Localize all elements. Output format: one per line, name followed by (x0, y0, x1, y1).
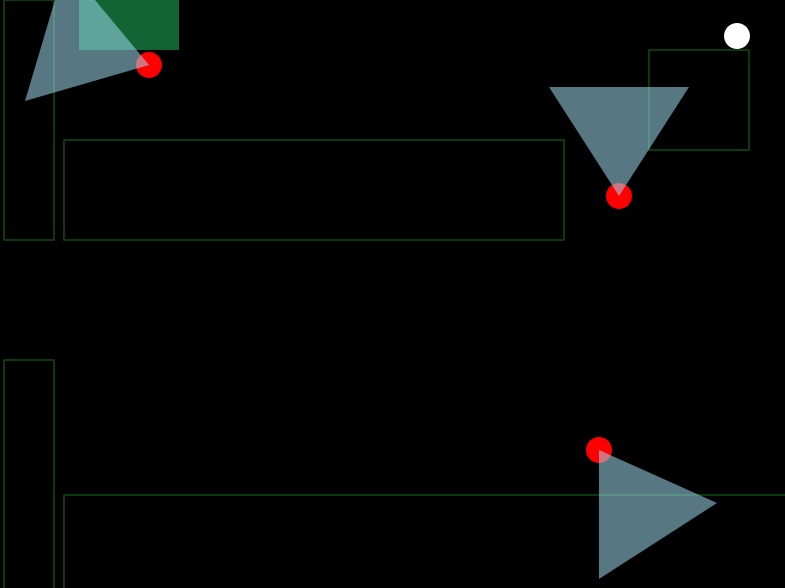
vision-cone-guard-3 (599, 450, 717, 579)
wall-bottom (63, 494, 785, 588)
player[interactable] (724, 23, 750, 49)
vision-cone-guard-2 (549, 87, 689, 196)
wall-middle-top (63, 139, 565, 241)
wall-left-bottom (3, 359, 55, 588)
wall-left-top (3, 0, 55, 241)
vision-cone-guard-1 (25, 0, 149, 101)
